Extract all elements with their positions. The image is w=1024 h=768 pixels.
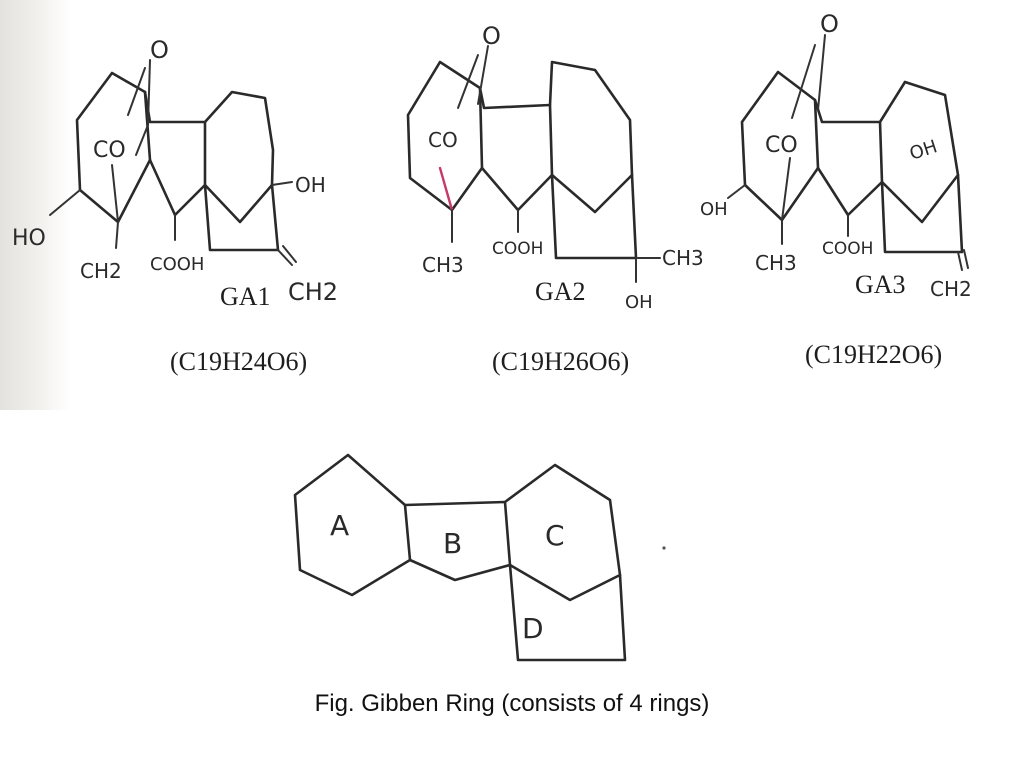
- ga1-methylene-label: CH2: [288, 278, 338, 306]
- ga2-lactone-label: CO: [428, 128, 458, 152]
- ga1-ring-d: [203, 183, 280, 252]
- ga2-hydroxyl-label: OH: [625, 292, 653, 313]
- scan-edge-shading: [0, 0, 70, 410]
- ring-c-label: C: [545, 519, 565, 552]
- ga1-structure: O CO HO CH2 COOH OH CH2 GA1 (C19H24O6): [12, 36, 338, 376]
- ga3-hydroxyl-ring-label: OH: [907, 136, 940, 165]
- figure-caption: Fig. Gibben Ring (consists of 4 rings): [314, 690, 710, 717]
- ga3-ring-d: [880, 173, 964, 254]
- ga3-methylene-label: CH2: [930, 277, 972, 301]
- ga2-structure: O CO CH3 COOH CH3 OH GA2 (C19H26O6): [406, 22, 704, 376]
- ga1-formula-label: (C19H24O6): [170, 347, 307, 376]
- ring-b-label: B: [443, 527, 462, 560]
- ga3-lactone-label: CO: [765, 133, 798, 158]
- ga3-ring-b: [813, 98, 884, 217]
- ga1-hydroxyl-right-label: OH: [295, 173, 326, 197]
- ga2-ring-b: [478, 86, 554, 212]
- ga3-structure: O CO OH CH3 COOH OH CH2 GA3 (C19H22O6): [700, 10, 972, 369]
- ga1-lactone-label: CO: [93, 138, 126, 163]
- ga2-formula-label: (C19H26O6): [492, 347, 629, 376]
- ga2-carbonyl-o-label: O: [482, 22, 501, 50]
- ga1-acid-label: COOH: [150, 254, 204, 275]
- ga2-highlighted-bond: [438, 166, 454, 212]
- ga1-methyl-label: CH2: [80, 259, 122, 283]
- gibbane-ring-a: [293, 453, 412, 597]
- gibbane-ring-d: [508, 563, 627, 662]
- gibbane-ring-diagram: A B C D: [293, 453, 666, 662]
- ga1-ring-c: [203, 90, 275, 224]
- ga1-carbonyl-o-label: O: [150, 36, 169, 64]
- ga1-hydroxyl-left-label: HO: [12, 226, 46, 251]
- ga1-name-label: GA1: [220, 282, 271, 311]
- ga2-methyl-right-label: CH3: [662, 246, 704, 270]
- ring-a-label: A: [330, 509, 349, 542]
- ga3-methyl-label: CH3: [755, 251, 797, 275]
- ga3-name-label: GA3: [855, 270, 906, 299]
- ga2-acid-label: COOH: [492, 239, 543, 259]
- ga2-ring-c: [548, 60, 634, 214]
- ga1-ring-b: [143, 90, 207, 217]
- ga2-methyl-label: CH3: [422, 253, 464, 277]
- ga2-ring-d: [550, 173, 638, 260]
- ga3-carbonyl-o-label: O: [820, 10, 839, 38]
- gibbane-ring-c: [503, 463, 622, 602]
- ring-d-label: D: [522, 612, 544, 645]
- ga3-ring-c: [878, 80, 960, 224]
- ga2-name-label: GA2: [535, 277, 586, 306]
- ga3-formula-label: (C19H22O6): [805, 340, 942, 369]
- scan-dot: [662, 546, 666, 550]
- ga3-hydroxyl-left-label: OH: [700, 199, 728, 220]
- ga3-acid-label: COOH: [822, 239, 873, 259]
